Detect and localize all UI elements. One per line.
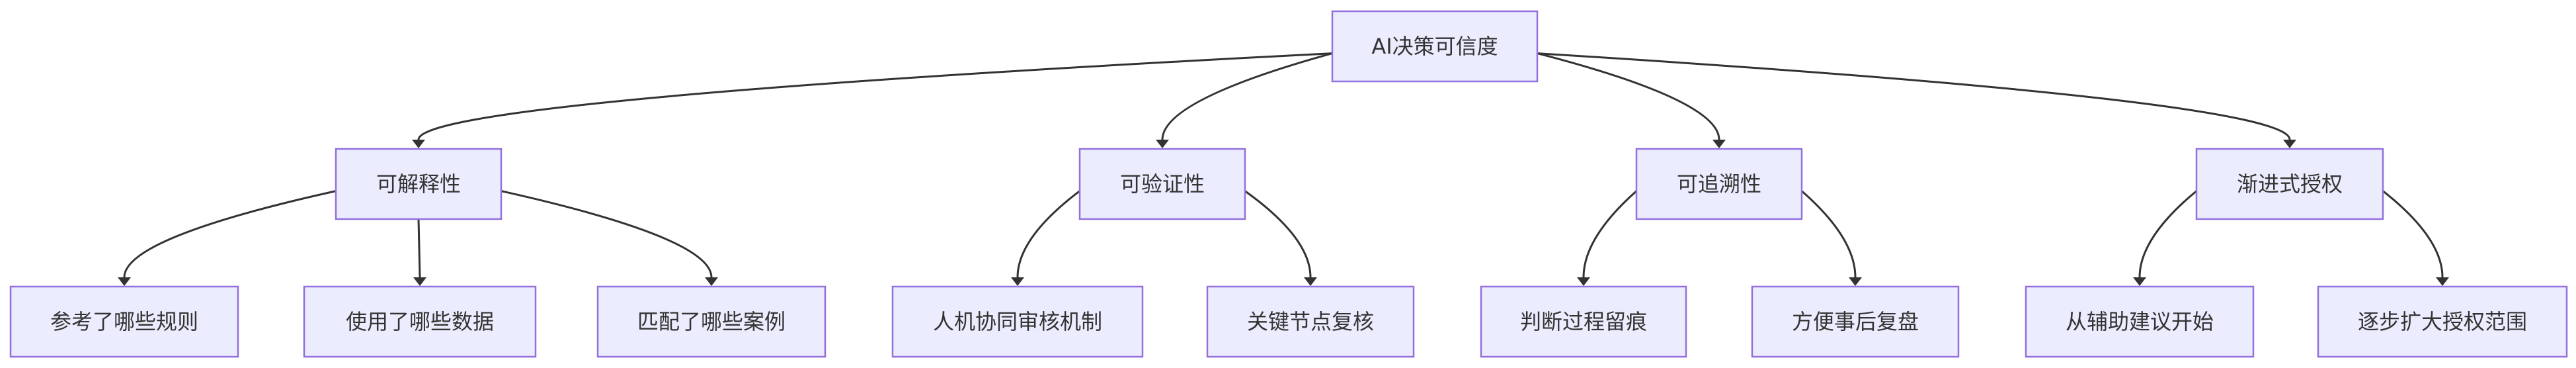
node-explainability: 可解释性: [335, 148, 503, 220]
node-box: [9, 285, 239, 358]
node-box: [1206, 285, 1415, 358]
node-root: AI决策可信度: [1331, 10, 1539, 83]
arrowhead-icon: [1304, 277, 1317, 286]
node-traceability: 可追溯性: [1635, 148, 1803, 220]
node-post-review: 方便事后复盘: [1751, 285, 1960, 358]
node-box: [335, 148, 503, 220]
node-box: [1480, 285, 1687, 358]
arrowhead-icon: [2436, 277, 2449, 286]
node-box: [2317, 285, 2568, 358]
node-box: [2195, 148, 2384, 220]
node-label: 方便事后复盘: [1792, 309, 1919, 334]
node-box: [1751, 285, 1960, 358]
arrowhead-icon: [1849, 277, 1862, 286]
edge-root-gradual-authorization: [1537, 52, 2291, 140]
node-label: AI决策可信度: [1371, 34, 1498, 59]
node-data: 使用了哪些数据: [303, 285, 537, 358]
arrowhead-icon: [1712, 140, 1726, 148]
node-box: [596, 285, 826, 358]
edge-root-explainability: [417, 52, 1333, 140]
edge-traceability-judgment-trace: [1582, 190, 1637, 278]
node-label: 可追溯性: [1677, 171, 1761, 197]
edge-verifiability-key-node-review: [1244, 190, 1312, 278]
node-label: 可解释性: [376, 171, 461, 197]
node-label: 从辅助建议开始: [2066, 309, 2214, 334]
node-start-assist: 从辅助建议开始: [2025, 285, 2255, 358]
node-human-review: 人机协同审核机制: [891, 285, 1144, 358]
node-label: 参考了哪些规则: [50, 309, 198, 334]
node-label: 匹配了哪些案例: [637, 309, 785, 334]
node-box: [891, 285, 1144, 358]
node-label: 使用了哪些数据: [346, 309, 494, 334]
arrowhead-icon: [1577, 277, 1590, 286]
node-box: [303, 285, 537, 358]
node-label: 关键节点复核: [1247, 309, 1374, 334]
arrowhead-icon: [413, 277, 426, 286]
node-gradual-authorization: 渐进式授权: [2195, 148, 2384, 220]
node-label: 人机协同审核机制: [933, 309, 1102, 334]
arrowhead-icon: [2283, 140, 2296, 148]
node-expand-scope: 逐步扩大授权范围: [2317, 285, 2568, 358]
arrowhead-icon: [2133, 277, 2146, 286]
edge-gradual-authorization-expand-scope: [2382, 190, 2444, 278]
edge-explainability-cases: [501, 190, 713, 278]
edge-explainability-data: [417, 218, 421, 278]
node-cases: 匹配了哪些案例: [596, 285, 826, 358]
node-box: [1331, 10, 1539, 83]
node-box: [1635, 148, 1803, 220]
arrowhead-icon: [412, 140, 425, 148]
node-label: 渐进式授权: [2237, 171, 2343, 197]
arrowhead-icon: [1011, 277, 1024, 286]
node-verifiability: 可验证性: [1078, 148, 1246, 220]
edge-traceability-post-review: [1801, 190, 1857, 278]
arrowhead-icon: [118, 277, 131, 286]
edges-layer: [118, 52, 2449, 286]
edge-root-verifiability: [1161, 52, 1333, 140]
node-label: 可验证性: [1120, 171, 1205, 197]
node-box: [2025, 285, 2255, 358]
edge-explainability-rules: [123, 190, 337, 278]
arrowhead-icon: [1156, 140, 1169, 148]
node-key-node-review: 关键节点复核: [1206, 285, 1415, 358]
edge-gradual-authorization-start-assist: [2138, 190, 2197, 278]
node-label: 判断过程留痕: [1520, 309, 1647, 334]
node-judgment-trace: 判断过程留痕: [1480, 285, 1687, 358]
node-rules: 参考了哪些规则: [9, 285, 239, 358]
edge-root-traceability: [1537, 52, 1720, 140]
arrowhead-icon: [705, 277, 718, 286]
edge-verifiability-human-review: [1016, 190, 1080, 278]
node-label: 逐步扩大授权范围: [2358, 309, 2527, 334]
node-box: [1078, 148, 1246, 220]
